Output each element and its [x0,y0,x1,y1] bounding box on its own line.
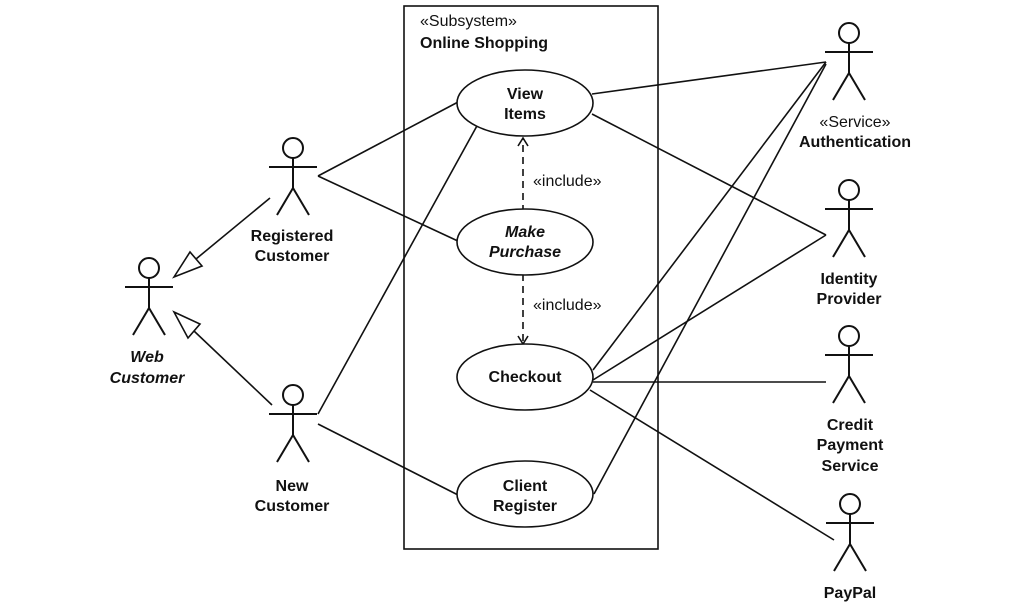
association-clientregister-authentication [593,63,827,495]
association-viewitems-identity [591,113,827,236]
actor-new-customer-figure [269,384,317,463]
actor-new-customer-head [282,384,304,406]
association-new-clientregister [317,423,461,497]
use-case-client-register-line2: Register [493,498,557,515]
actor-web-customer-line1: Web [130,349,164,366]
subsystem-boundary [403,5,659,550]
use-case-view-items-line2: Items [504,106,546,123]
actor-paypal-line1: PayPal [824,585,876,602]
association-viewitems-authentication [591,61,827,95]
use-case-client-register-ellipse [456,460,594,528]
actor-authentication-head [838,22,860,44]
association-checkout-paypal [589,389,835,541]
actor-credit-payment-head [838,325,860,347]
generalization-new-line [193,330,273,406]
actor-authentication-line1: Authentication [799,134,911,151]
subsystem-title: Online Shopping [420,35,548,52]
actor-paypal-figure [826,493,874,572]
actor-web-customer-line2: Customer [110,370,185,387]
use-case-make-purchase-line2: Purchase [489,244,561,261]
include-label-top: «include» [533,173,602,190]
use-case-checkout-line1: Checkout [489,369,563,386]
association-registered-makepurchase [317,175,461,243]
subsystem-stereotype: «Subsystem» [420,13,517,30]
actor-authentication-stereotype: «Service» [819,114,890,131]
actor-identity-provider-head [838,179,860,201]
include-label-bottom: «include» [533,297,602,314]
associations [317,61,835,541]
use-case-client-register: Client Register [456,460,594,528]
use-case-view-items-ellipse [456,69,594,137]
actor-web-customer-figure [125,257,173,336]
include-dependencies: «include» «include» [517,136,602,346]
actor-registered-customer-figure [269,137,317,216]
use-case-client-register-line1: Client [503,478,548,495]
actor-credit-payment-line2: Payment [817,437,884,454]
association-checkout-authentication [592,61,827,371]
use-case-checkout-ellipse [456,343,594,411]
use-case-view-items: View Items [456,69,594,137]
actor-new-customer-line2: Customer [255,498,330,515]
use-case-make-purchase-ellipse [456,208,594,276]
actor-credit-payment-figure [825,325,873,404]
generalization-registered-line [195,197,271,260]
actor-credit-payment-line3: Service [822,458,879,475]
actor-credit-payment-line1: Credit [827,417,874,434]
actor-identity-provider-figure [825,179,873,258]
generalization-new-arrowhead [172,310,202,340]
actor-paypal-head [839,493,861,515]
association-checkout-identity [592,234,827,381]
actor-registered-customer-line1: Registered [251,228,334,245]
use-case-make-purchase: Make Purchase [456,208,594,276]
actor-identity-provider-line1: Identity [821,271,878,288]
association-registered-viewitems [317,100,461,177]
actor-registered-customer-head [282,137,304,159]
actor-authentication-figure [825,22,873,101]
use-case-make-purchase-line1: Make [505,224,545,241]
actor-identity-provider-line2: Provider [817,291,882,308]
use-case-checkout: Checkout [456,343,594,411]
use-case-view-items-line1: View [507,86,544,103]
generalizations [171,197,273,406]
actor-registered-customer-line2: Customer [255,248,330,265]
association-new-viewitems [317,123,479,415]
generalization-registered-arrowhead [171,250,204,279]
actor-new-customer-line1: New [276,478,309,495]
actor-web-customer-head [138,257,160,279]
